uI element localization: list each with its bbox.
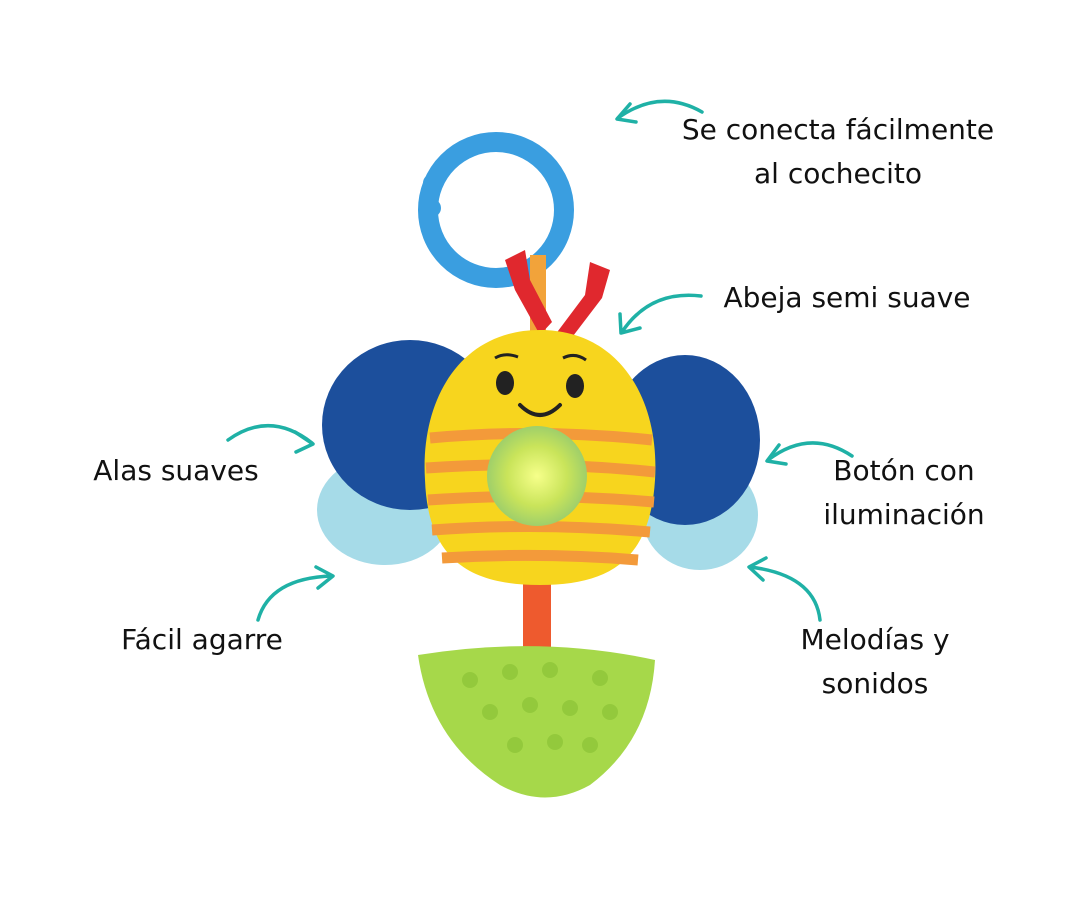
label-line: Abeja semi suave (723, 281, 971, 314)
arrow-icon (747, 556, 822, 622)
label-line: iluminación (823, 498, 985, 531)
label-button: Botón con iluminación (823, 449, 984, 537)
label-line: Alas suaves (93, 454, 259, 487)
label-line: Se conecta fácilmente (681, 113, 995, 146)
label-line: Botón con (833, 454, 975, 487)
antenna-right (555, 262, 610, 340)
label-sounds: Melodías y sonidos (800, 618, 949, 706)
label-bee: Abeja semi suave (723, 276, 970, 320)
ring-bead (423, 199, 441, 217)
eye-left (496, 371, 514, 395)
label-line: sonidos (821, 667, 929, 700)
label-wings: Alas suaves (93, 449, 258, 493)
label-line: Fácil agarre (121, 623, 283, 656)
arrow-icon (765, 441, 854, 466)
label-line: Melodías y (800, 623, 950, 656)
teether-bumps (462, 662, 618, 753)
arrow-icon (256, 565, 335, 622)
ring-bead (423, 174, 441, 192)
label-grip: Fácil agarre (121, 618, 283, 662)
eyebrow-right (562, 353, 587, 362)
arrow-icon (615, 99, 704, 124)
light-button (487, 426, 587, 526)
smile (518, 403, 562, 417)
label-stroller: Se conecta fácilmente al cochecito (682, 108, 994, 196)
eyebrow-left (494, 353, 519, 360)
arrow-icon (618, 293, 703, 335)
antenna-left (505, 250, 552, 335)
teether (418, 646, 655, 798)
label-line: al cochecito (753, 157, 923, 190)
arrow-icon (226, 424, 315, 454)
eye-right (566, 374, 584, 398)
